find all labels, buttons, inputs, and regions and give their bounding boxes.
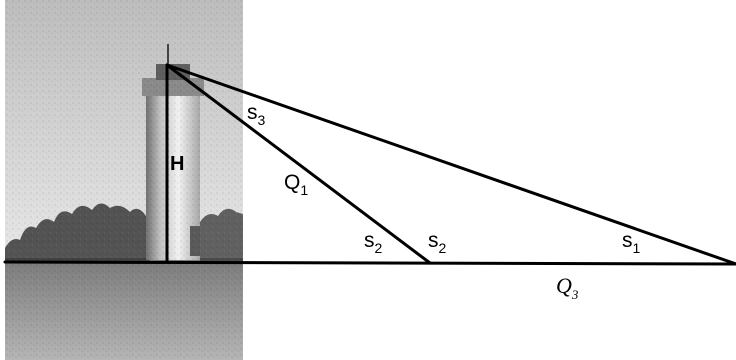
ground-baseline: [3, 260, 736, 266]
near-hypotenuse-label: Q1: [284, 171, 308, 198]
far-hypotenuse: [165, 63, 736, 266]
base-far-label: Q3: [556, 273, 579, 302]
angle-far-label: s1: [622, 229, 641, 256]
angle-near-right-label: s2: [428, 229, 447, 256]
angle-top-label: s3: [247, 101, 266, 128]
photo-grain: [5, 0, 243, 360]
angle-near-left-label: s2: [364, 229, 383, 256]
height-label: H: [170, 153, 184, 175]
geometry-lines: [3, 63, 736, 266]
near-hypotenuse: [165, 63, 432, 265]
lighthouse-tower-photo-icon: [5, 0, 243, 360]
